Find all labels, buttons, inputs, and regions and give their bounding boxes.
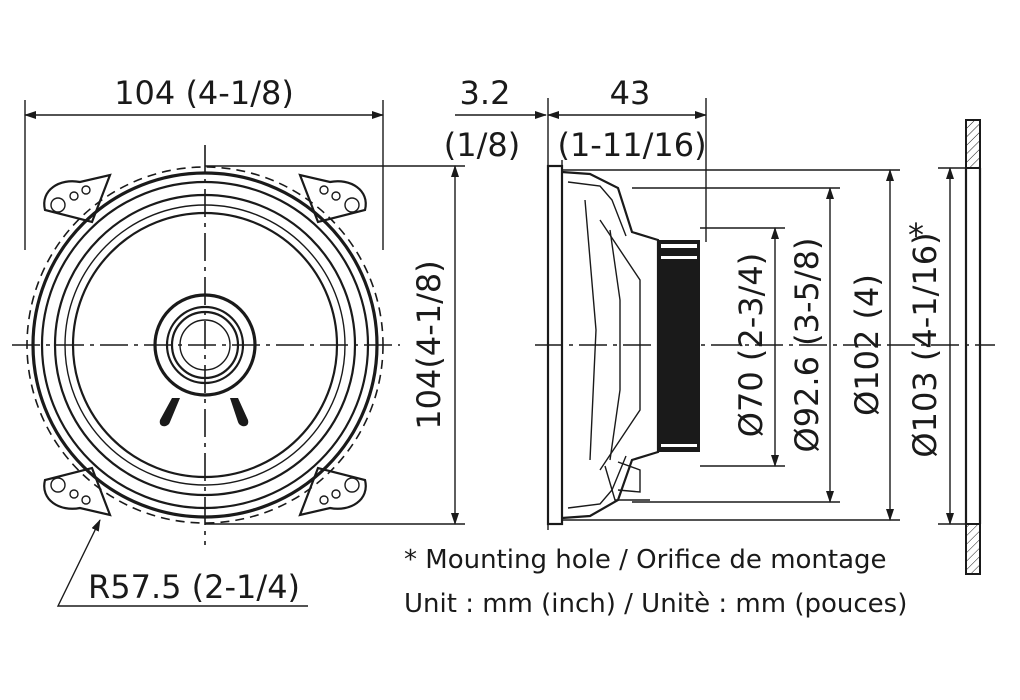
mount-hole-asterisk: *: [908, 216, 924, 254]
front-view: 104 (4-1/8) 104(4-1/8) R57.5 (2-1/4): [12, 74, 465, 607]
mounting-tab-top-right: [298, 173, 367, 224]
terminal-left: [159, 398, 180, 427]
flange-thickness-label: 3.2: [460, 74, 511, 112]
unit-note: Unit : mm (inch) / Unitè : mm (pouces): [404, 589, 907, 619]
notes: * Mounting hole / Orifice de montage Uni…: [404, 545, 907, 619]
magnet: [658, 240, 700, 452]
radius-label: R57.5 (2-1/4): [88, 568, 300, 606]
height-dimension-label: 104(4-1/8): [410, 260, 448, 429]
mounting-panel-top: [965, 119, 981, 169]
mount-hole-diameter-label: Ø103 (4-1/16): [906, 232, 944, 457]
mounting-panel-bottom: [965, 523, 981, 575]
basket-diameter-label: Ø92.6 (3-5/8): [788, 238, 826, 453]
side-view: 3.2 (1/8) 43 (1-11/16) Ø70 (2-3/4) Ø92.6…: [444, 74, 995, 575]
mounting-tab-bottom-right: [298, 466, 367, 517]
outer-diameter-label: Ø102 (4): [848, 274, 886, 416]
flange-thickness-inch-label: (1/8): [444, 126, 520, 164]
mounting-tab-top-left: [43, 173, 112, 224]
depth-inch-label: (1-11/16): [557, 126, 706, 164]
mounting-hole-note: * Mounting hole / Orifice de montage: [404, 545, 887, 575]
terminal-right: [230, 398, 249, 427]
magnet-diameter-label: Ø70 (2-3/4): [732, 253, 770, 437]
mounting-tab-bottom-left: [43, 466, 112, 517]
depth-label: 43: [610, 74, 651, 112]
width-dimension-label: 104 (4-1/8): [114, 74, 294, 112]
